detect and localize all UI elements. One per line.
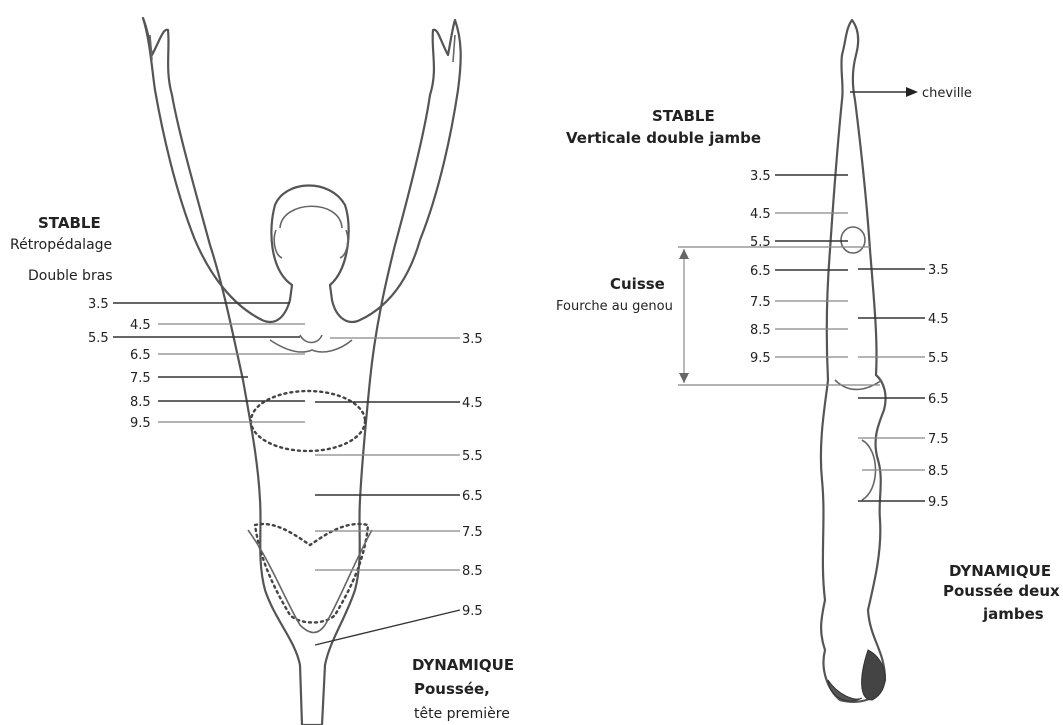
side-right-level-labels: 3.5 4.5 5.5 6.5 7.5 8.5 9.5 (928, 263, 949, 510)
front-stable-line2: Double bras (28, 268, 113, 284)
front-left-label-8-5: 8.5 (130, 395, 151, 410)
side-left-label-3-5: 3.5 (750, 169, 771, 184)
side-right-label-5-5: 5.5 (928, 351, 949, 366)
front-left-label-6-5: 6.5 (130, 348, 151, 363)
front-left-level-labels: 3.5 4.5 5.5 6.5 7.5 8.5 9.5 (88, 297, 151, 431)
front-right-label-8-5: 8.5 (462, 564, 483, 579)
ankle-arrowhead (906, 87, 918, 97)
front-right-label-9-5: 9.5 (462, 604, 483, 619)
front-right-label-7-5: 7.5 (462, 525, 483, 540)
side-thigh-caption: Cuisse Fourche au genou (556, 275, 673, 314)
front-right-label-3-5: 3.5 (462, 332, 483, 347)
side-right-label-4-5: 4.5 (928, 312, 949, 327)
front-stable-title: STABLE (38, 214, 101, 232)
front-right-label-6-5: 6.5 (462, 489, 483, 504)
front-dynamic-line1: Poussée, (414, 680, 490, 698)
side-left-label-8-5: 8.5 (750, 323, 771, 338)
side-right-label-3-5: 3.5 (928, 263, 949, 278)
side-stable-title: STABLE (652, 107, 715, 125)
side-right-label-9-5: 9.5 (928, 495, 949, 510)
front-left-label-9-5: 9.5 (130, 416, 151, 431)
front-left-label-7-5: 7.5 (130, 371, 151, 386)
side-left-label-5-5: 5.5 (750, 235, 771, 250)
side-left-label-9-5: 9.5 (750, 351, 771, 366)
front-right-level-labels: 3.5 4.5 5.5 6.5 7.5 8.5 9.5 (462, 332, 483, 619)
side-left-label-4-5: 4.5 (750, 207, 771, 222)
side-left-label-7-5: 7.5 (750, 295, 771, 310)
side-right-label-7-5: 7.5 (928, 432, 949, 447)
side-right-label-6-5: 6.5 (928, 392, 949, 407)
front-dynamic-title: DYNAMIQUE (412, 656, 514, 674)
side-left-level-labels: 3.5 4.5 5.5 6.5 7.5 8.5 9.5 (750, 169, 771, 366)
thigh-arrow-top (679, 249, 689, 259)
front-stable-line1: Rétropédalage (10, 237, 112, 253)
front-left-label-3-5: 3.5 (88, 297, 109, 312)
side-dynamic-line2: jambes (982, 605, 1044, 623)
side-dynamic-title: DYNAMIQUE (949, 562, 1051, 580)
side-left-label-6-5: 6.5 (750, 264, 771, 279)
side-dynamic-line1: Poussée deux (943, 582, 1060, 600)
front-dynamic-line2: tête première (414, 706, 510, 722)
thigh-arrow-bottom (679, 373, 689, 383)
side-stable-caption: STABLE Verticale double jambe (566, 107, 761, 147)
front-stable-caption: STABLE Rétropédalage Double bras (10, 214, 113, 284)
thigh-title: Cuisse (610, 275, 665, 293)
front-right-label-5-5: 5.5 (462, 449, 483, 464)
front-left-label-5-5: 5.5 (88, 331, 109, 346)
side-dynamic-caption: DYNAMIQUE Poussée deux jambes (943, 562, 1060, 623)
side-right-label-8-5: 8.5 (928, 464, 949, 479)
front-dynamic-caption: DYNAMIQUE Poussée, tête première (412, 656, 514, 722)
front-right-label-4-5: 4.5 (462, 396, 483, 411)
side-stable-line1: Verticale double jambe (566, 129, 761, 147)
thigh-line1: Fourche au genou (556, 299, 673, 314)
ankle-label: cheville (922, 86, 972, 101)
front-swimmer-figure (143, 18, 461, 725)
side-swimmer-figure (821, 20, 886, 702)
ankle-pointer: cheville (850, 86, 972, 101)
front-left-label-4-5: 4.5 (130, 318, 151, 333)
